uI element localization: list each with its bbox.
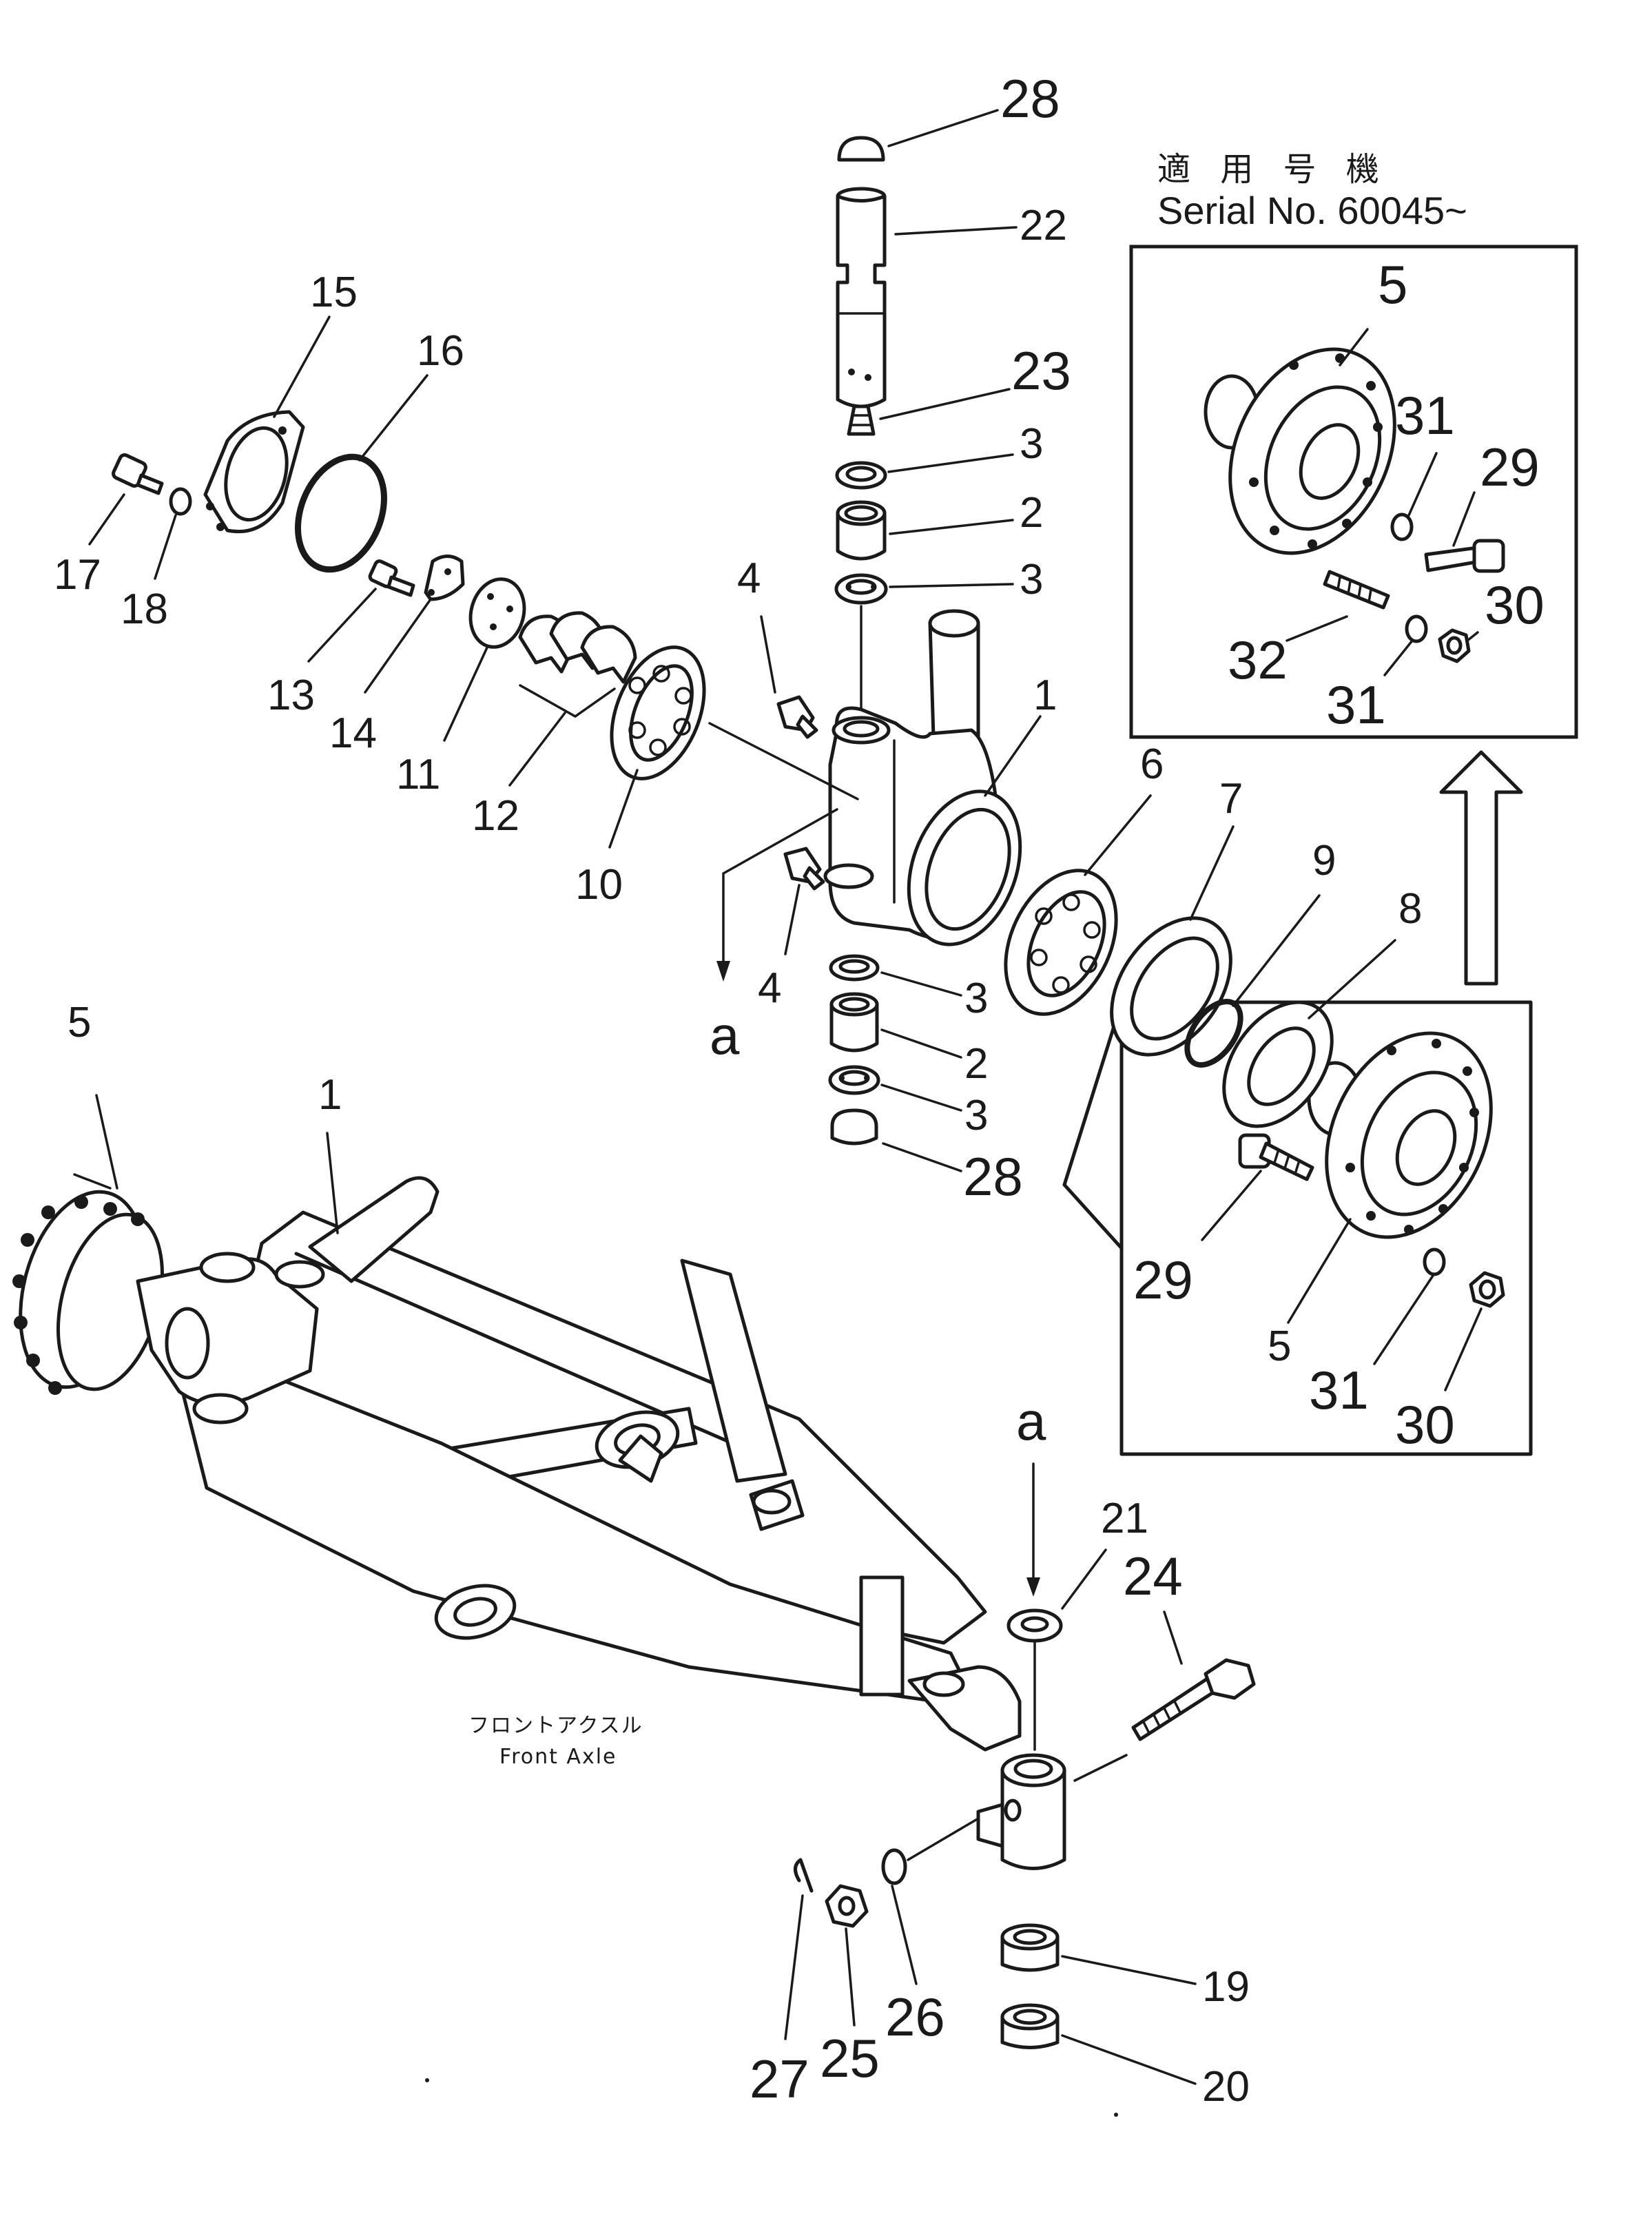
grease-fitting-4-bottom: [783, 847, 825, 891]
callout-28-bottom: 28: [963, 1146, 1023, 1207]
callout-5-inset: 5: [1378, 254, 1407, 315]
callout-1-knuckle: 1: [1033, 672, 1057, 719]
bushing-2-b: [829, 992, 879, 1053]
callout-21: 21: [1101, 1495, 1148, 1542]
inset-stud-32: [1323, 570, 1390, 610]
callout-3-a: 3: [1020, 420, 1043, 468]
grease-fitting-4-top: [776, 695, 818, 739]
callout-25: 25: [820, 2028, 880, 2089]
callout-2-a: 2: [1020, 489, 1043, 537]
callout-7: 7: [1219, 775, 1243, 822]
castle-nut-25: [825, 1884, 869, 1928]
seal-3-d: [828, 1065, 880, 1095]
callout-32: 32: [1228, 630, 1288, 690]
seal-3-b: [834, 573, 888, 605]
grease-fitting-23: [847, 404, 876, 436]
shim-set-12: [518, 611, 637, 684]
callout-9: 9: [1312, 837, 1336, 884]
washer-18: [169, 487, 192, 516]
seal-3-c: [829, 954, 880, 982]
bushing-20: [1000, 2003, 1060, 2049]
callout-12: 12: [472, 792, 519, 840]
callout-23: 23: [1011, 340, 1071, 401]
bolt-13: [368, 559, 415, 597]
serial-note-english: Serial No. 60045~: [1157, 189, 1467, 232]
callout-4-top: 4: [737, 555, 761, 602]
callout-19: 19: [1202, 1963, 1250, 2011]
cotter-pin-27: [794, 1858, 814, 1893]
cap-28-top: [837, 136, 885, 162]
hub-washer-31: [1423, 1247, 1446, 1276]
o-ring-16: [295, 453, 387, 573]
front-axle-assembly: [12, 1176, 1022, 1752]
callout-17: 17: [54, 551, 101, 599]
marker-a-lower: a: [1016, 1391, 1046, 1451]
callout-22: 22: [1020, 202, 1067, 249]
callout-10: 10: [575, 861, 623, 909]
callout-1-axle: 1: [318, 1071, 342, 1119]
callout-31-hub: 31: [1309, 1360, 1369, 1420]
callout-13: 13: [267, 672, 315, 719]
bolt-17: [112, 453, 164, 495]
steering-knuckle-1: [823, 609, 1022, 946]
serial-inset-box: [1129, 245, 1578, 739]
cap-28-bottom: [830, 1108, 878, 1146]
lock-plate-14: [424, 555, 465, 601]
bushing-19: [1000, 1923, 1060, 1972]
callout-15: 15: [310, 269, 358, 316]
seal-8: [1222, 1000, 1334, 1128]
callout-11: 11: [396, 751, 440, 798]
callout-4-bottom: 4: [758, 964, 781, 1012]
inset-washer-31b: [1405, 614, 1428, 643]
serial-note: 適 用 号 機 Serial No. 60045~: [1157, 150, 1467, 232]
callout-3-d: 3: [964, 1092, 988, 1139]
callout-30-hub: 30: [1395, 1394, 1455, 1455]
callout-3-b: 3: [1020, 556, 1043, 603]
callout-16: 16: [417, 327, 464, 375]
inset-bolt-29: [1424, 539, 1505, 573]
hub-bolt-29: [1238, 1133, 1314, 1181]
callout-2-b: 2: [964, 1040, 988, 1088]
callout-29-hub: 29: [1133, 1250, 1193, 1310]
callout-31-inset-a: 31: [1395, 385, 1455, 446]
callout-5-hub: 5: [1268, 1323, 1291, 1370]
callout-30-inset: 30: [1485, 574, 1545, 635]
callout-31-inset-b: 31: [1326, 674, 1386, 735]
callout-29-inset: 29: [1480, 437, 1540, 497]
inset-hub-part-5: [1204, 347, 1396, 555]
hub-part-5: [1307, 1031, 1493, 1239]
washer-21: [1006, 1608, 1063, 1643]
king-pin-22: [836, 187, 887, 408]
bearing-10: [610, 645, 706, 780]
inset-nut-30: [1438, 628, 1471, 663]
bolt-24: [1131, 1658, 1256, 1741]
clevis-bracket: [976, 1753, 1066, 1870]
hub-nut-30: [1469, 1271, 1505, 1308]
callout-8: 8: [1398, 885, 1422, 933]
marker-a-upper: a: [710, 1005, 740, 1066]
callout-26: 26: [885, 1987, 945, 2047]
callout-3-c: 3: [964, 975, 988, 1022]
serial-note-japanese: 適 用 号 機: [1157, 150, 1389, 189]
bushing-2-a: [836, 500, 887, 561]
cover-plate-15: [203, 410, 305, 534]
callout-24: 24: [1123, 1546, 1183, 1606]
bearing-6: [1004, 869, 1118, 1016]
inset-washer-31: [1390, 512, 1414, 541]
callout-5-axle: 5: [68, 999, 91, 1046]
washer-26: [881, 1848, 907, 1885]
upward-arrow: [1439, 750, 1523, 986]
front-axle-label-japanese: フロントアクスル: [468, 1714, 643, 1738]
seal-3-a: [835, 461, 887, 490]
callout-28-top: 28: [1000, 68, 1060, 129]
callout-27: 27: [750, 2049, 809, 2109]
callout-20: 20: [1202, 2063, 1250, 2111]
callout-6: 6: [1140, 740, 1164, 788]
front-axle-label-english: Front Axle: [499, 1745, 617, 1769]
callout-14: 14: [329, 709, 377, 757]
callout-18: 18: [121, 586, 168, 633]
